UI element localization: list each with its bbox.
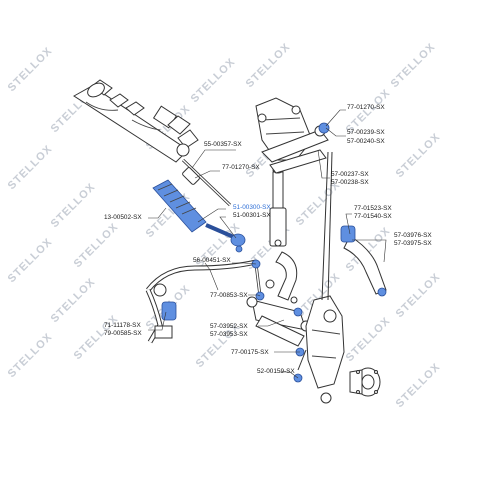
label-77-00853-sx: 77-00853-SX xyxy=(210,292,248,299)
inner-tie-rod xyxy=(181,158,232,207)
stabilizer-bracket xyxy=(275,251,298,304)
watermark: STELLOX xyxy=(244,41,293,90)
label-57-03975-sx: 57-03975-SX xyxy=(394,240,432,247)
watermark: STELLOX xyxy=(394,131,443,180)
label-57-00237-sx: 57-00237-SX xyxy=(331,171,369,178)
watermark: STELLOX xyxy=(6,45,55,94)
stabilizer-link xyxy=(251,259,275,301)
shock-absorber xyxy=(269,166,287,247)
label-79-00585-sx: 79-00585-SX xyxy=(104,330,142,337)
watermark: STELLOX xyxy=(6,143,55,192)
watermark: STELLOX xyxy=(72,313,121,362)
steering-rack xyxy=(73,79,199,163)
stabilizer-bar xyxy=(145,259,257,344)
leader-lines xyxy=(148,109,387,379)
label-13-00502-sx: 13-00502-SX xyxy=(104,214,142,221)
label-57-03952-sx: 57-03952-SX xyxy=(210,323,248,330)
wheel-hub xyxy=(349,367,381,397)
watermark-group: STELLOX STELLOX STELLOX STELLOX STELLOX … xyxy=(6,41,443,410)
watermark: STELLOX xyxy=(344,315,393,364)
label-57-03953-sx: 57-03953-SX xyxy=(210,331,248,338)
label-77-01523-sx: 77-01523-SX xyxy=(354,205,392,212)
part-labels: 77-01270-SX 57-00239-SX 57-00240-SX 55-0… xyxy=(104,104,432,375)
steering-knuckle xyxy=(305,295,345,404)
label-56-00451-sx: 56-00451-SX xyxy=(193,257,231,264)
label-51-00300-sx: 51-00300-SX xyxy=(233,204,271,211)
steering-boot xyxy=(152,179,207,233)
watermark: STELLOX xyxy=(394,361,443,410)
label-55-00357-sx: 55-00357-SX xyxy=(204,141,242,148)
label-77-01270-sx-mid: 77-01270-SX xyxy=(222,164,260,171)
label-77-00175-sx: 77-00175-SX xyxy=(231,349,269,356)
label-77-01540-sx: 77-01540-SX xyxy=(354,213,392,220)
knuckle-upright-link xyxy=(321,151,333,301)
label-57-00239-sx: 57-00239-SX xyxy=(347,129,385,136)
watermark: STELLOX xyxy=(394,271,443,320)
label-57-03976-sx: 57-03976-SX xyxy=(394,232,432,239)
watermark: STELLOX xyxy=(389,41,438,90)
watermark: STELLOX xyxy=(49,181,98,230)
label-71-11178-sx: 71-11178-SX xyxy=(104,322,141,329)
watermark: STELLOX xyxy=(49,276,98,325)
label-52-00159-sx: 52-00159-SX xyxy=(257,368,295,375)
watermark: STELLOX xyxy=(72,221,121,270)
lower-arm-right xyxy=(340,225,387,297)
watermark: STELLOX xyxy=(6,236,55,285)
watermark: STELLOX xyxy=(6,331,55,380)
watermark: STELLOX xyxy=(294,179,343,228)
label-51-00301-sx: 51-00301-SX xyxy=(233,212,271,219)
watermark: STELLOX xyxy=(189,56,238,105)
label-57-00238-sx: 57-00238-SX xyxy=(331,179,369,186)
tie-rod-end xyxy=(205,223,246,253)
label-57-00240-sx: 57-00240-SX xyxy=(347,138,385,145)
label-77-01270-sx-top: 77-01270-SX xyxy=(347,104,385,111)
upper-control-arm xyxy=(261,122,330,174)
